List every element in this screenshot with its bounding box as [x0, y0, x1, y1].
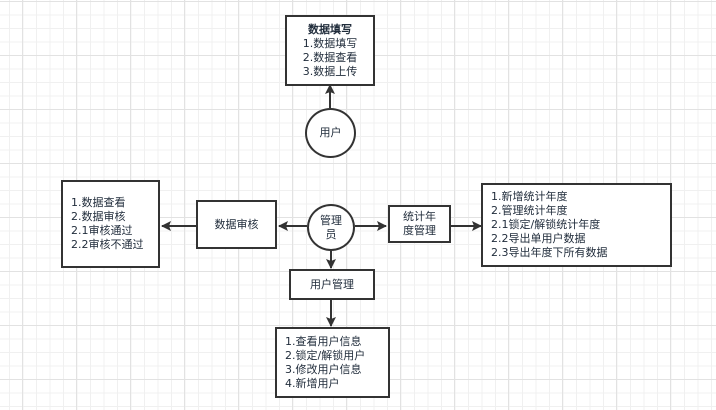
- year-mgmt-label-line2: 度管理: [403, 224, 436, 237]
- year-mgmt-label-line1: 统计年: [403, 210, 436, 223]
- user-mgmt-item: 1.查看用户信息: [285, 334, 362, 348]
- data-entry-item: 1.数据填写: [302, 36, 358, 50]
- year-mgmt-item: 1.新增统计年度: [491, 190, 568, 203]
- user-mgmt-box[interactable]: 用户管理: [289, 269, 375, 300]
- year-mgmt-item: 2.1锁定/解锁统计年度: [491, 218, 601, 231]
- data-review-label: 数据审核: [214, 217, 259, 231]
- data-review-item: 2.2审核不通过: [71, 238, 144, 251]
- admin-node[interactable]: 管理 员: [307, 204, 355, 251]
- data-entry-box[interactable]: 数据填写 1.数据填写 2.数据查看 3.数据上传: [285, 15, 375, 86]
- user-mgmt-item: 2.锁定/解锁用户: [285, 348, 366, 362]
- year-mgmt-box[interactable]: 统计年 度管理: [388, 205, 451, 243]
- data-entry-title: 数据填写: [308, 22, 352, 36]
- data-review-details-box[interactable]: 1.数据查看 2.数据审核 2.1审核通过 2.2审核不通过: [61, 180, 160, 268]
- data-entry-item: 3.数据上传: [302, 64, 358, 78]
- user-mgmt-item: 4.新增用户: [285, 376, 340, 390]
- data-review-item: 1.数据查看: [71, 196, 126, 209]
- data-review-item: 2.1审核通过: [71, 224, 133, 237]
- year-mgmt-item: 2.管理统计年度: [491, 204, 568, 217]
- data-review-item: 2.数据审核: [71, 210, 126, 223]
- year-mgmt-item: 2.2导出单用户数据: [491, 232, 586, 245]
- year-mgmt-item: 2.3导出年度下所有数据: [491, 246, 608, 259]
- user-mgmt-details-box[interactable]: 1.查看用户信息 2.锁定/解锁用户 3.修改用户信息 4.新增用户: [275, 327, 390, 398]
- user-node-label: 用户: [319, 126, 342, 139]
- data-review-box[interactable]: 数据审核: [196, 200, 277, 249]
- admin-node-label-line2: 员: [325, 227, 337, 241]
- user-mgmt-item: 3.修改用户信息: [285, 362, 362, 376]
- data-entry-item: 2.数据查看: [302, 50, 358, 64]
- user-node[interactable]: 用户: [305, 108, 356, 158]
- user-mgmt-label: 用户管理: [310, 277, 354, 291]
- admin-node-label-line1: 管理: [320, 213, 342, 227]
- year-mgmt-details-box[interactable]: 1.新增统计年度 2.管理统计年度 2.1锁定/解锁统计年度 2.2导出单用户数…: [481, 183, 672, 267]
